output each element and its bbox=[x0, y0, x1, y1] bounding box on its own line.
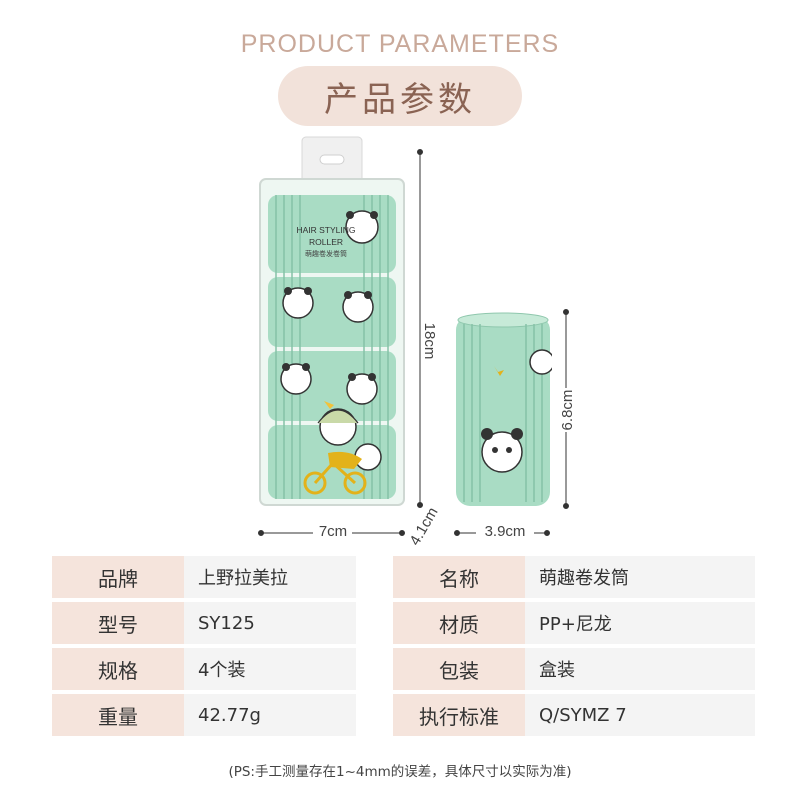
roller-diameter-label: 3.9cm bbox=[484, 523, 526, 540]
param-label: 执行标准 bbox=[393, 694, 525, 736]
param-value: 42.77g bbox=[184, 694, 356, 736]
package-width-label: 7cm bbox=[318, 523, 348, 540]
package-print-line1: HAIR STYLING bbox=[296, 225, 355, 235]
package-height-label: 18cm bbox=[421, 322, 438, 360]
param-label: 材质 bbox=[393, 602, 525, 644]
param-row-packaging: 包装 盒装 bbox=[393, 648, 755, 690]
param-value: 上野拉美拉 bbox=[184, 556, 356, 598]
param-row-spec: 规格 4个装 bbox=[52, 648, 356, 690]
roller-height-label: 6.8cm bbox=[559, 388, 577, 432]
param-row-name: 名称 萌趣卷发筒 bbox=[393, 556, 755, 598]
heading-pill: 产品参数 bbox=[278, 66, 522, 126]
param-value: 4个装 bbox=[184, 648, 356, 690]
param-row-material: 材质 PP+尼龙 bbox=[393, 602, 755, 644]
param-label: 名称 bbox=[393, 556, 525, 598]
param-value: PP+尼龙 bbox=[525, 602, 755, 644]
heading-chinese: 产品参数 bbox=[324, 79, 476, 120]
param-label: 品牌 bbox=[52, 556, 184, 598]
param-value: 萌趣卷发筒 bbox=[525, 556, 755, 598]
param-row-weight: 重量 42.77g bbox=[52, 694, 356, 736]
param-label: 包装 bbox=[393, 648, 525, 690]
param-value: 盒装 bbox=[525, 648, 755, 690]
package-print-line2: ROLLER bbox=[309, 237, 343, 247]
param-label: 重量 bbox=[52, 694, 184, 736]
param-value: Q/SYMZ 7 bbox=[525, 694, 755, 736]
package-drawing: HAIR STYLING ROLLER 萌趣卷发卷筒 bbox=[259, 136, 405, 506]
heading-english: PRODUCT PARAMETERS bbox=[240, 30, 560, 58]
param-label: 型号 bbox=[52, 602, 184, 644]
measurement-footnote: (PS:手工测量存在1~4mm的误差，具体尺寸以实际为准) bbox=[228, 764, 572, 780]
roller-image bbox=[454, 310, 555, 510]
package-image: HAIR STYLING ROLLER 萌趣卷发卷筒 bbox=[258, 135, 406, 510]
package-print-line3: 萌趣卷发卷筒 bbox=[305, 249, 347, 258]
roller-drawing bbox=[456, 312, 555, 506]
param-row-model: 型号 SY125 bbox=[52, 602, 356, 644]
param-row-standard: 执行标准 Q/SYMZ 7 bbox=[393, 694, 755, 736]
param-row-brand: 品牌 上野拉美拉 bbox=[52, 556, 356, 598]
param-value: SY125 bbox=[184, 602, 356, 644]
param-label: 规格 bbox=[52, 648, 184, 690]
